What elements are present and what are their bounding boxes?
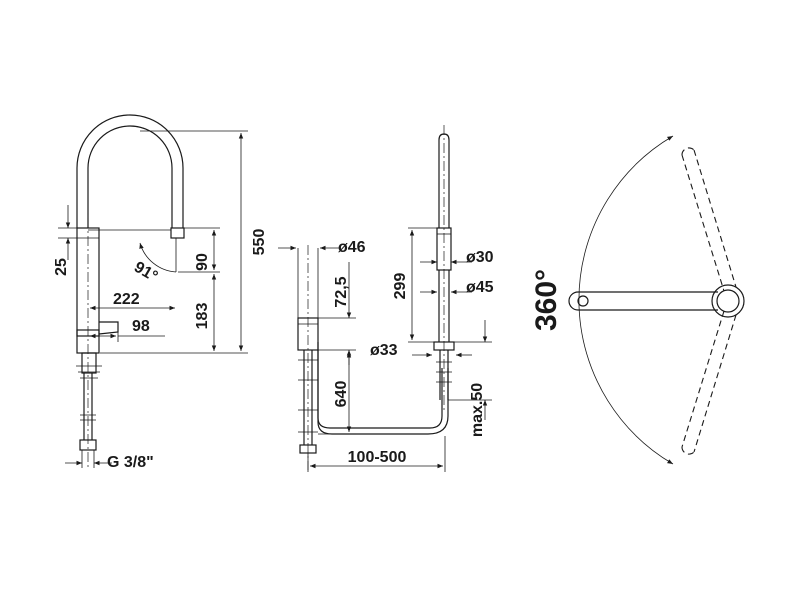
spray-head-view: 299 ø30 ø45 ø33 max.50	[370, 125, 494, 437]
dim-angle: 91°	[131, 259, 160, 286]
hose-view: ø46 72,5 640 100-500	[278, 239, 449, 472]
spout-top-dashed-upper	[681, 149, 737, 292]
rotation-arc	[578, 135, 674, 465]
dim-reach: 222	[113, 291, 140, 308]
spout-top-solid	[578, 291, 718, 311]
dim-body-height: 72,5	[333, 276, 350, 307]
dim-spout-drop: 90	[194, 253, 211, 271]
spout-arch-inner	[87, 125, 173, 228]
spout-arch-outer	[76, 114, 184, 228]
dim-handle-reach: 98	[132, 318, 150, 335]
top-view-rotation: 360°	[530, 135, 745, 465]
dim-collar-diameter: ø33	[370, 342, 398, 359]
dim-top-offset: 25	[53, 258, 70, 276]
lever-handle	[98, 321, 119, 335]
dim-body-diameter: ø46	[338, 239, 366, 256]
mount-shank	[81, 352, 97, 374]
dim-max-length: max.50	[469, 383, 486, 437]
dim-total-height: 550	[251, 229, 268, 256]
faucet-side-view: 550 90 183 25 222 98 91° G 3/8"	[53, 114, 268, 471]
base-ring-outer	[711, 284, 745, 318]
dim-hose-offset: 100-500	[348, 449, 407, 466]
dim-head-length: 299	[392, 273, 409, 300]
dim-lower-height: 183	[194, 303, 211, 330]
spray-head	[170, 227, 185, 239]
hose-loop	[317, 350, 443, 429]
dim-head-diameter: ø30	[466, 249, 494, 266]
spout-top-dashed-lower	[681, 310, 737, 453]
dim-base-diameter: ø45	[466, 279, 494, 296]
dim-rotation: 360°	[530, 269, 563, 331]
dim-thread: G 3/8"	[107, 454, 154, 471]
dim-hose-length: 640	[333, 381, 350, 408]
